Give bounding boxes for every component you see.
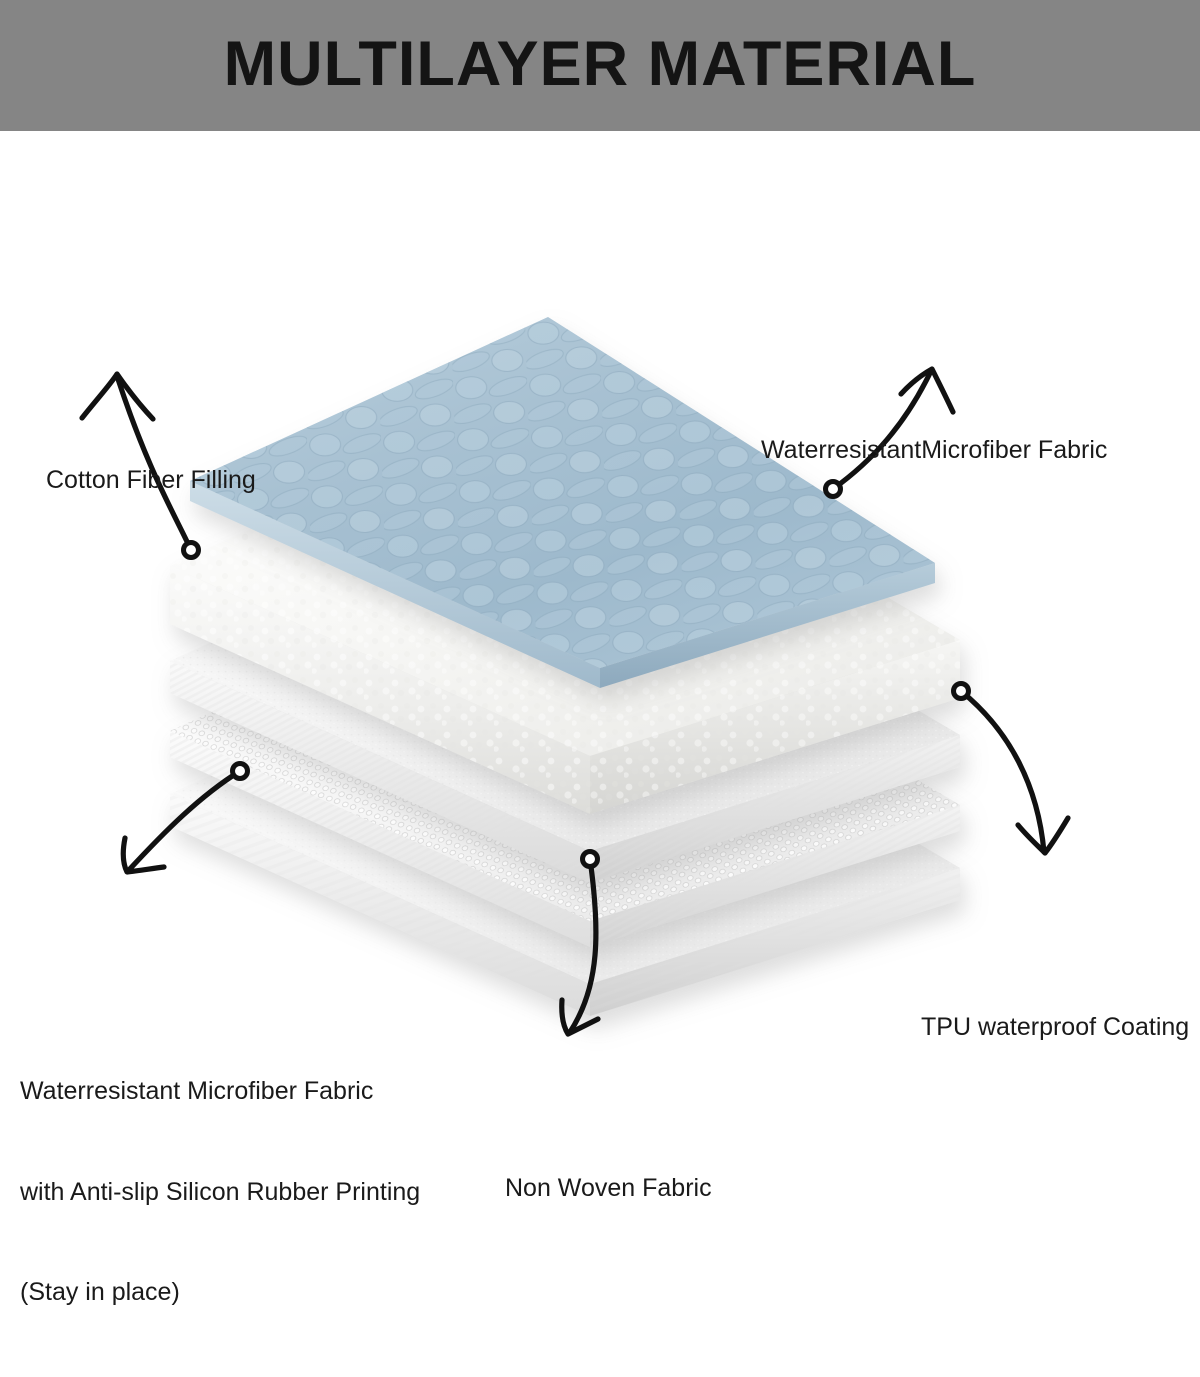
- callout-label-non-woven-fabric: Non Woven Fabric: [505, 1174, 712, 1202]
- layer-1-sheen: [190, 317, 935, 668]
- arrow-cotton-fiber-filling: [79, 371, 201, 560]
- layer-3-left-edge-texture: [170, 661, 590, 883]
- arrow-cotton-fiber-filling-head: [79, 371, 156, 422]
- layer-stack-illustration: [79, 317, 1071, 1037]
- arrow-waterresistant-microfiber-dot: [823, 479, 843, 499]
- callout-line-1: Waterresistant Microfiber Fabric: [20, 1077, 374, 1105]
- arrow-non-woven-fabric-dot: [580, 849, 600, 869]
- arrow-waterresistant-microfiber-head: [898, 366, 956, 415]
- material-layers-diagram: Cotton Fiber Filling WaterresistantMicro…: [0, 131, 1200, 1306]
- layer-1-left-edge: [190, 481, 600, 688]
- callout-line-2: with Anti-slip Silicon Rubber Printing: [20, 1177, 421, 1206]
- arrow-cotton-fiber-filling-dot: [181, 540, 201, 560]
- arrow-cotton-fiber-filling-line: [114, 373, 194, 553]
- header-banner: MULTILAYER MATERIAL: [0, 0, 1200, 131]
- layer-5-left-edge-texture: [170, 794, 590, 1016]
- arrow-waterresistant-microfiber-top: [823, 366, 956, 499]
- arrow-tpu-waterproof-coating-head: [1015, 815, 1071, 856]
- arrow-antislip-microfiber-line: [125, 768, 243, 874]
- callout-label-antislip-microfiber: Waterresistant Microfiber Fabric with An…: [20, 1008, 420, 1377]
- callout-label-tpu-waterproof-coating: TPU waterproof Coating: [921, 1013, 1190, 1041]
- layer-5-right-edge-texture: [590, 868, 960, 1016]
- layer-2-left-edge-texture: [170, 566, 590, 814]
- arrow-tpu-waterproof-coating-dot: [951, 681, 971, 701]
- callout-arrows: [79, 366, 1071, 1037]
- layer-2-right-edge-texture: [590, 640, 960, 814]
- arrow-tpu-waterproof-coating: [951, 681, 1071, 856]
- arrow-non-woven-fabric-head: [559, 997, 601, 1037]
- layer-1-right-edge: [600, 563, 935, 688]
- callout-label-cotton-fiber-filling: Cotton Fiber Filling: [46, 466, 256, 494]
- arrow-antislip-microfiber-head: [120, 835, 167, 875]
- layer-3-right-edge-texture: [590, 735, 960, 883]
- page-title: MULTILAYER MATERIAL: [223, 29, 977, 99]
- arrow-antislip-microfiber: [120, 761, 250, 875]
- callout-line-3: (Stay in place): [20, 1278, 180, 1306]
- callout-label-waterresistant-microfiber-fabric: WaterresistantMicrofiber Fabric: [761, 436, 1108, 464]
- layer-4-right-edge-texture: [590, 805, 960, 947]
- arrow-waterresistant-microfiber-line: [830, 368, 934, 492]
- layer-waterresistant-microfiber-top: [190, 317, 935, 688]
- layer-4-left-edge-texture: [170, 731, 590, 947]
- arrow-antislip-microfiber-dot: [230, 761, 250, 781]
- arrow-tpu-waterproof-coating-line: [958, 688, 1047, 855]
- arrow-non-woven-fabric: [559, 849, 601, 1037]
- arrow-non-woven-fabric-line: [567, 856, 599, 1035]
